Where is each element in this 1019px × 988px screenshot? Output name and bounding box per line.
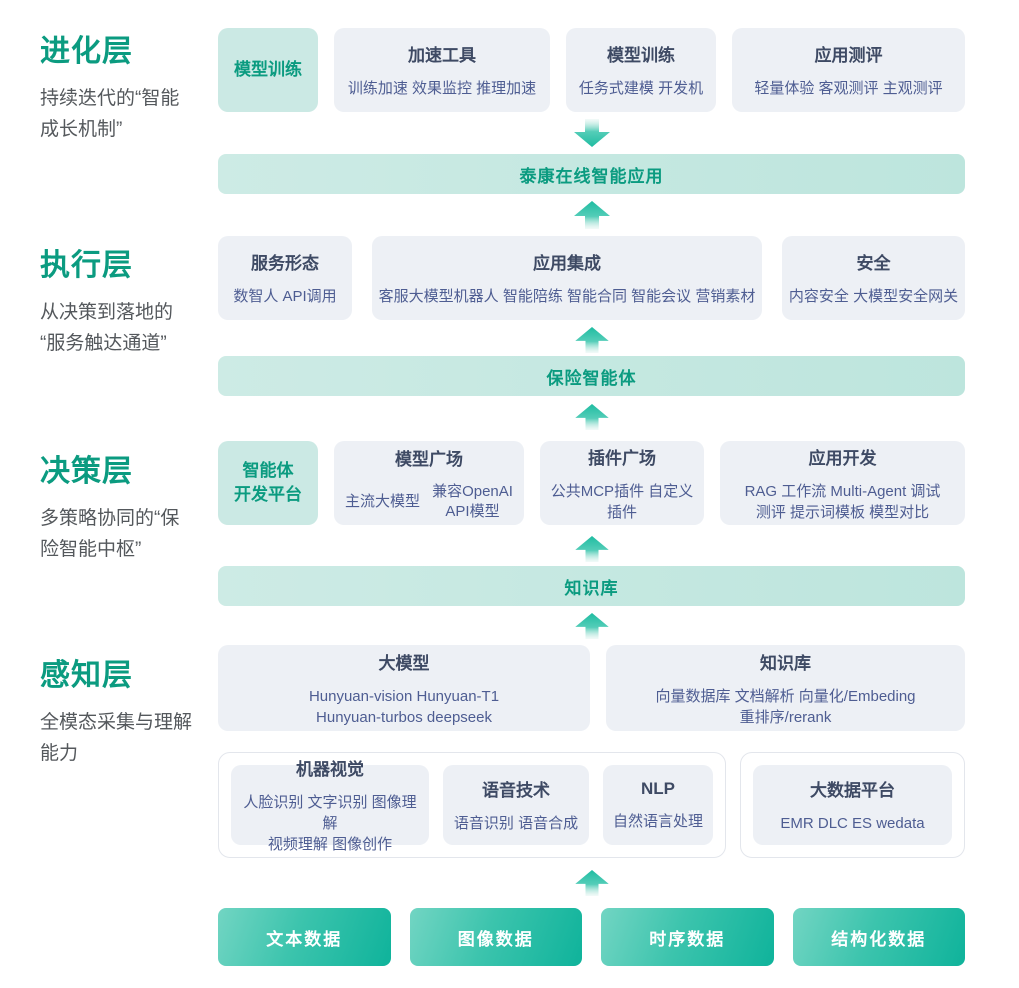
card-sub: 数智人 API调用 — [233, 288, 337, 305]
decision-cards-row: 智能体 开发平台 模型广场 主流大模型 兼容OpenAI API模型 插件广场 … — [218, 441, 965, 525]
data-source-timeseries: 时序数据 — [601, 908, 774, 966]
card-sub: 内容安全 大模型安全网关 — [788, 288, 959, 305]
layer-title-decision: 决策层 — [40, 455, 133, 488]
card-big-data-platform: 大数据平台 EMR DLC ES wedata — [753, 765, 952, 845]
banner-knowledge-base: 知识库 — [218, 566, 965, 606]
layer-desc-execution: 从决策到落地的 “服务触达通道” — [40, 302, 174, 354]
card-agent-dev-platform-highlight: 智能体 开发平台 — [218, 441, 318, 525]
card-acceleration-tools: 加速工具 训练加速 效果监控 推理加速 — [334, 28, 550, 112]
card-title: 服务形态 — [251, 254, 319, 273]
card-sub: 任务式建模 开发机 — [578, 80, 704, 97]
arrow-up-icon — [218, 870, 965, 896]
card-title: NLP — [641, 778, 675, 798]
card-service-forms: 服务形态 数智人 API调用 — [218, 236, 352, 320]
arrow-up-icon — [218, 536, 965, 562]
card-title: 模型训练 — [234, 60, 302, 79]
banner-taikang-ai-apps: 泰康在线智能应用 — [218, 154, 965, 194]
banner-label: 知识库 — [564, 578, 619, 598]
data-source-text: 文本数据 — [218, 908, 391, 966]
card-knowledge-base: 知识库 向量数据库 文档解析 向量化/Embeding 重排序/rerank — [606, 645, 965, 731]
card-sub: 客服大模型机器人 智能陪练 智能合同 智能会议 营销素材 — [378, 288, 756, 305]
card-app-development: 应用开发 RAG 工作流 Multi-Agent 调试 测评 提示词模板 模型对… — [720, 441, 965, 525]
ai-capabilities-group: 机器视觉 人脸识别 文字识别 图像理解 视频理解 图像创作 语音技术 语音识别 … — [218, 752, 726, 858]
layer-label-execution: 执行层 从决策到落地的 “服务触达通道” — [40, 240, 216, 359]
card-sub: Hunyuan-vision Hunyuan-T1 Hunyuan-turbos… — [308, 687, 500, 726]
arrow-down-icon — [218, 119, 965, 147]
sub-item: 兼容OpenAI API模型 — [432, 482, 513, 520]
evolution-cards-row: 模型训练 加速工具 训练加速 效果监控 推理加速 模型训练 任务式建模 开发机 … — [218, 28, 965, 112]
banner-label: 保险智能体 — [546, 368, 637, 388]
card-plugin-square: 插件广场 公共MCP插件 自定义插件 — [540, 441, 704, 525]
card-sub: 主流大模型 兼容OpenAI API模型 — [345, 482, 513, 522]
layer-title-execution: 执行层 — [40, 249, 133, 282]
card-title: 应用测评 — [814, 46, 883, 65]
card-security: 安全 内容安全 大模型安全网关 — [782, 236, 965, 320]
card-sub: RAG 工作流 Multi-Agent 调试 测评 提示词模板 模型对比 — [744, 482, 941, 521]
arrow-up-icon — [218, 404, 965, 430]
card-title: 语音技术 — [482, 781, 550, 800]
card-llm-models: 大模型 Hunyuan-vision Hunyuan-T1 Hunyuan-tu… — [218, 645, 590, 731]
layer-title-evolution: 进化层 — [40, 35, 133, 68]
layer-label-decision: 决策层 多策略协同的“保 险智能中枢” — [40, 446, 216, 565]
layer-desc-evolution: 持续迭代的“智能 成长机制” — [40, 88, 180, 140]
layer-label-perception: 感知层 全模态采集与理解 能力 — [40, 650, 216, 769]
card-sub: 人脸识别 文字识别 图像理解 视频理解 图像创作 — [243, 794, 417, 853]
layer-desc-perception: 全模态采集与理解 能力 — [40, 712, 193, 764]
card-title: 大模型 — [378, 653, 430, 673]
layer-desc-decision: 多策略协同的“保 险智能中枢” — [40, 508, 180, 560]
data-sources-row: 文本数据 图像数据 时序数据 结构化数据 — [218, 908, 965, 966]
card-title: 机器视觉 — [296, 760, 364, 779]
card-sub: 语音识别 语音合成 — [453, 815, 579, 832]
card-app-evaluation: 应用测评 轻量体验 客观测评 主观测评 — [732, 28, 965, 112]
card-model-training-highlight: 模型训练 — [218, 28, 318, 112]
banner-label: 泰康在线智能应用 — [519, 166, 664, 186]
data-source-image: 图像数据 — [409, 908, 582, 966]
arrow-up-icon — [218, 327, 965, 353]
data-source-structured: 结构化数据 — [792, 908, 965, 966]
layer-title-perception: 感知层 — [40, 659, 133, 692]
arrow-up-icon — [218, 201, 965, 229]
card-title: 智能体 开发平台 — [234, 461, 302, 504]
card-title: 知识库 — [760, 653, 811, 673]
card-sub: 训练加速 效果监控 推理加速 — [347, 80, 537, 97]
sub-item: 主流大模型 — [345, 492, 421, 510]
banner-insurance-agent: 保险智能体 — [218, 356, 965, 396]
card-speech-tech: 语音技术 语音识别 语音合成 — [443, 765, 589, 845]
layer-label-evolution: 进化层 持续迭代的“智能 成长机制” — [40, 26, 216, 145]
card-model-square: 模型广场 主流大模型 兼容OpenAI API模型 — [334, 441, 524, 525]
card-machine-vision: 机器视觉 人脸识别 文字识别 图像理解 视频理解 图像创作 — [231, 760, 429, 853]
card-sub: EMR DLC ES wedata — [780, 815, 925, 832]
card-title: 安全 — [856, 254, 891, 273]
card-title: 模型训练 — [607, 46, 675, 65]
big-data-group: 大数据平台 EMR DLC ES wedata — [740, 752, 965, 858]
perception-top-cards-row: 大模型 Hunyuan-vision Hunyuan-T1 Hunyuan-tu… — [218, 645, 965, 731]
perception-groups-row: 机器视觉 人脸识别 文字识别 图像理解 视频理解 图像创作 语音技术 语音识别 … — [218, 752, 965, 858]
card-nlp: NLP 自然语言处理 — [603, 765, 713, 845]
card-title: 应用集成 — [533, 254, 601, 273]
card-sub: 公共MCP插件 自定义插件 — [550, 482, 694, 521]
card-app-integration: 应用集成 客服大模型机器人 智能陪练 智能合同 智能会议 营销素材 — [372, 236, 762, 320]
card-title: 应用开发 — [808, 448, 877, 468]
card-sub: 轻量体验 客观测评 主观测评 — [754, 80, 943, 97]
card-title: 大数据平台 — [810, 781, 895, 800]
card-model-training: 模型训练 任务式建模 开发机 — [566, 28, 716, 112]
arrow-up-icon — [218, 613, 965, 639]
execution-cards-row: 服务形态 数智人 API调用 应用集成 客服大模型机器人 智能陪练 智能合同 智… — [218, 236, 965, 320]
card-sub: 向量数据库 文档解析 向量化/Embeding 重排序/rerank — [655, 687, 916, 726]
card-title: 插件广场 — [588, 448, 656, 468]
card-title: 加速工具 — [408, 46, 476, 65]
card-title: 模型广场 — [395, 449, 463, 469]
content-column: 模型训练 加速工具 训练加速 效果监控 推理加速 模型训练 任务式建模 开发机 … — [218, 0, 965, 988]
card-sub: 自然语言处理 — [612, 812, 703, 830]
